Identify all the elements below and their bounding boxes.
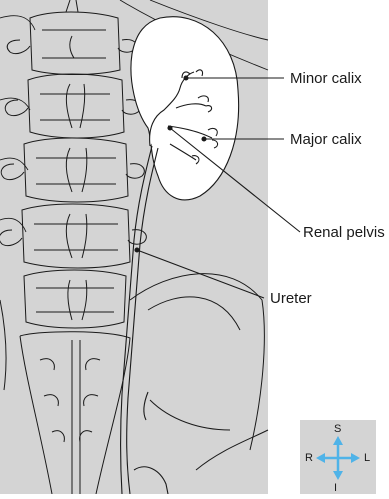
label-minor-calix: Minor calix xyxy=(290,71,362,86)
label-ureter: Ureter xyxy=(270,291,312,306)
label-renal-pelvis: Renal pelvis xyxy=(303,225,385,240)
compass-superior: S xyxy=(334,424,341,435)
compass-right: R xyxy=(305,453,313,464)
label-major-calix: Major calix xyxy=(290,132,362,147)
compass-inferior: I xyxy=(334,483,337,494)
compass-left: L xyxy=(364,453,370,464)
